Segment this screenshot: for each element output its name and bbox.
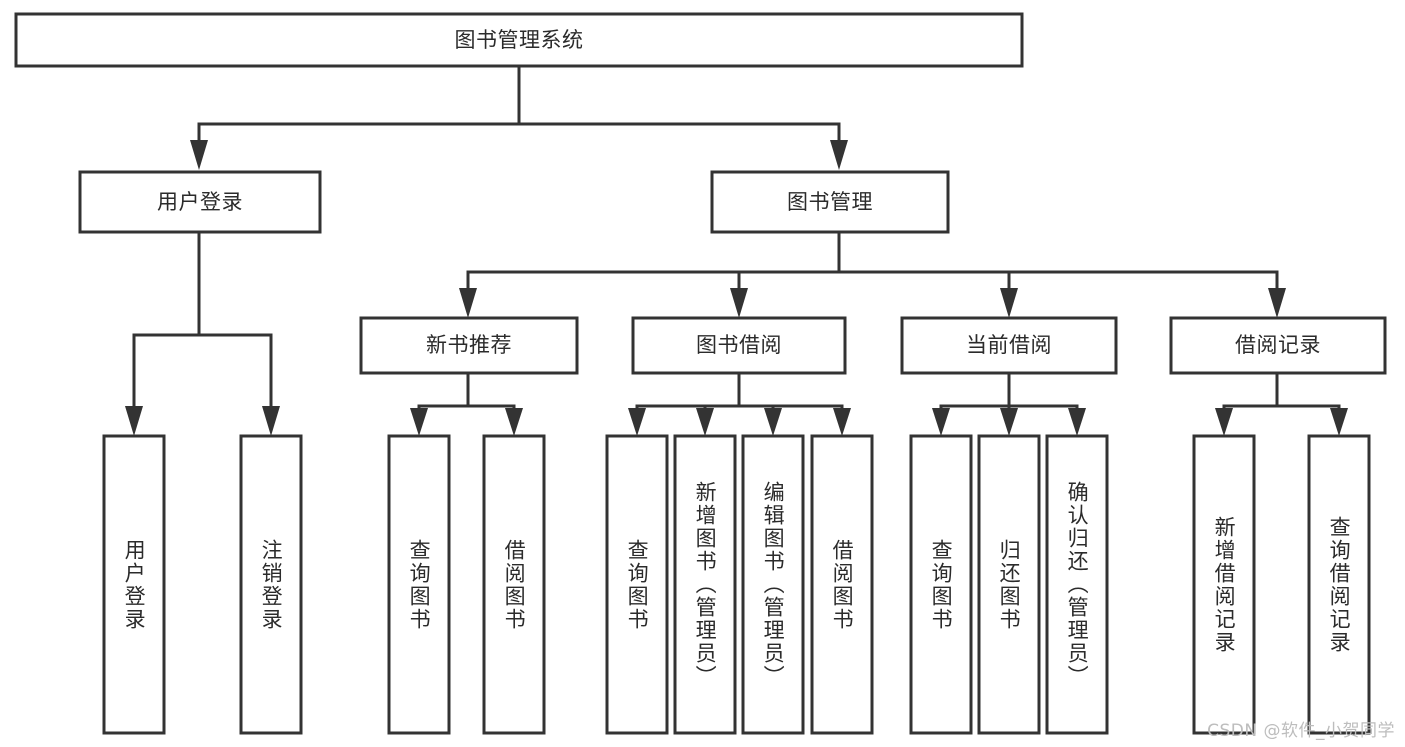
box-leaf-current-borrow-0[interactable] [909, 434, 973, 735]
box-level3-1[interactable] [631, 316, 847, 375]
box-leaf-user-login-0[interactable] [102, 434, 166, 735]
connector-borrowrecord-to-leaves [1215, 371, 1348, 436]
box-leaf-current-borrow-1[interactable] [977, 434, 1041, 735]
box-leaf-borrow-record-0[interactable] [1192, 434, 1256, 735]
connector-bookmgmt-to-level3 [459, 230, 1286, 318]
connector-newbook-to-leaves [410, 371, 523, 436]
box-leaf-new-book-0[interactable] [387, 434, 451, 735]
box-leaf-book-borrow-3[interactable] [810, 434, 874, 735]
box-leaf-book-borrow-2[interactable] [741, 434, 805, 735]
box-level2-1[interactable] [710, 170, 950, 234]
csdn-watermark: CSDN @软件_小贺同学 [1207, 721, 1395, 741]
box-leaf-current-borrow-2[interactable] [1045, 434, 1109, 735]
box-leaf-user-login-1[interactable] [239, 434, 303, 735]
connector-userlogin-to-leaves [125, 230, 280, 436]
box-leaf-new-book-1[interactable] [482, 434, 546, 735]
box-level3-3[interactable] [1169, 316, 1387, 375]
box-leaf-borrow-record-1[interactable] [1307, 434, 1371, 735]
box-level2-0[interactable] [78, 170, 322, 234]
box-leaf-book-borrow-1[interactable] [673, 434, 737, 735]
connector-root-to-level2 [190, 64, 848, 170]
box-level3-2[interactable] [900, 316, 1118, 375]
connector-bookborrow-to-leaves [628, 371, 851, 436]
box-level3-0[interactable] [359, 316, 579, 375]
box-leaf-book-borrow-0[interactable] [605, 434, 669, 735]
connector-currentborrow-to-leaves [932, 371, 1086, 436]
box-root[interactable] [14, 12, 1024, 68]
